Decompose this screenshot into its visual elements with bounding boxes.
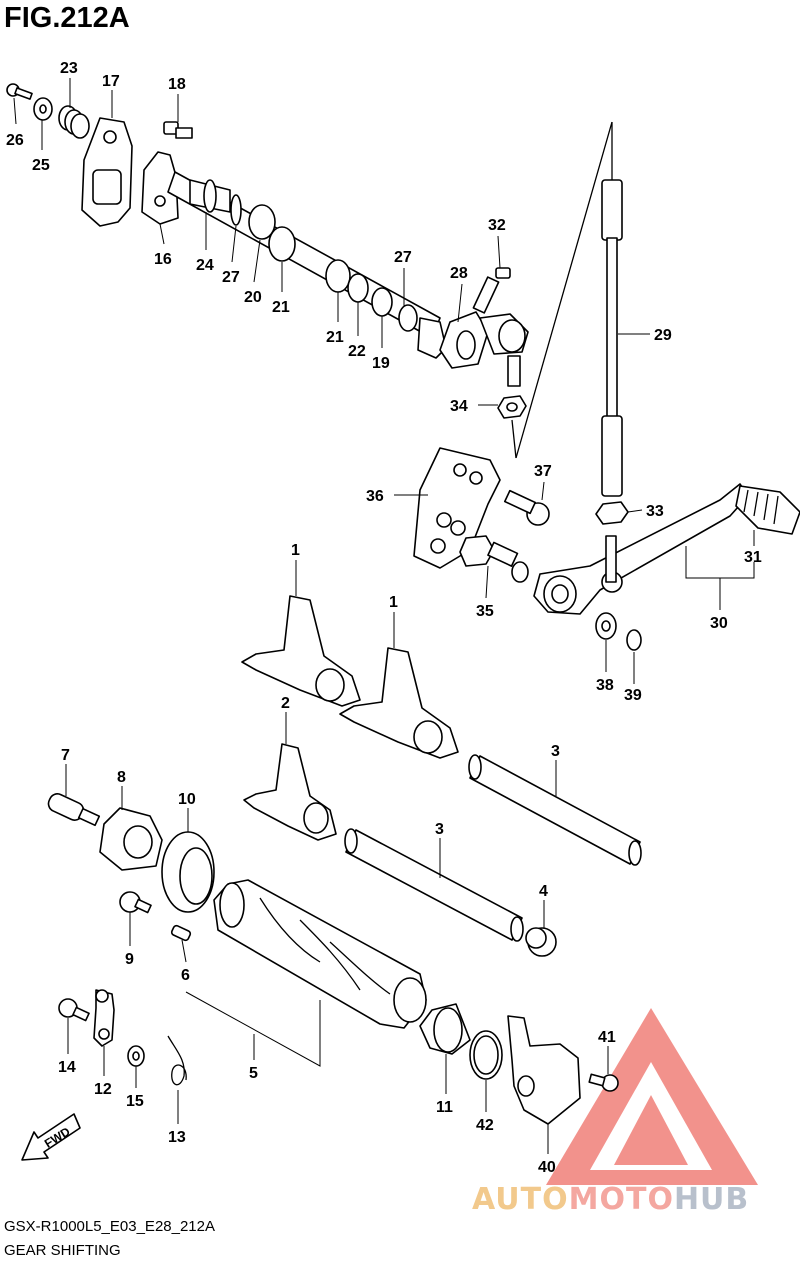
part-29-shift-rod[interactable]: [601, 179, 623, 497]
callout-6[interactable]: 6: [181, 967, 190, 984]
part-40-gear-position-sensor[interactable]: [507, 1015, 581, 1125]
callout-25[interactable]: 25: [32, 157, 50, 174]
part-6-dowel-pin[interactable]: [170, 924, 192, 942]
part-39-circlip[interactable]: [626, 629, 642, 651]
callout-21[interactable]: 21: [272, 299, 290, 316]
part-3-fork-shaft-lower[interactable]: [344, 828, 524, 942]
callout-37[interactable]: 37: [534, 463, 552, 480]
callout-1[interactable]: 1: [291, 542, 300, 559]
shift-shaft[interactable]: [167, 171, 447, 359]
part-37-bolt[interactable]: [503, 489, 550, 526]
callout-27[interactable]: 27: [222, 269, 240, 286]
callout-40[interactable]: 40: [538, 1159, 556, 1176]
part-1-shift-fork-lower[interactable]: [339, 647, 459, 759]
callout-26[interactable]: 26: [6, 132, 24, 149]
part-14-bolt[interactable]: [58, 998, 90, 1022]
callout-10[interactable]: 10: [178, 791, 196, 808]
callout-13[interactable]: 13: [168, 1129, 186, 1146]
callout-15[interactable]: 15: [126, 1093, 144, 1110]
part-42-oring[interactable]: [469, 1030, 503, 1080]
part-10-bearing[interactable]: [161, 831, 215, 913]
callout-39[interactable]: 39: [624, 687, 642, 704]
part-35-pivot-bolt[interactable]: [459, 535, 529, 583]
part-1-shift-fork-upper[interactable]: [241, 595, 361, 707]
callout-3[interactable]: 3: [551, 743, 560, 760]
part-4-cap[interactable]: [525, 927, 557, 957]
callout-27-second[interactable]: 27: [394, 249, 412, 266]
part-32-bolt[interactable]: [472, 267, 511, 314]
callout-41[interactable]: 41: [598, 1029, 616, 1046]
part-8-cam-plate[interactable]: [99, 807, 163, 871]
watermark-triangle-logo: [546, 1008, 758, 1185]
part-28-clamp-lever[interactable]: [439, 311, 489, 369]
leader-lines: [13, 78, 755, 1154]
callout-4[interactable]: 4: [539, 883, 548, 900]
callout-36[interactable]: 36: [366, 488, 384, 505]
callout-35[interactable]: 35: [476, 603, 494, 620]
part-33-nut[interactable]: [595, 501, 629, 525]
rod-end-joint[interactable]: [479, 313, 529, 387]
callout-32[interactable]: 32: [488, 217, 506, 234]
watermark-logo-text: AUTOMOTOHUB: [472, 1182, 749, 1217]
watermark-auto: AUTO: [472, 1182, 569, 1217]
part-7-pin[interactable]: [46, 791, 101, 827]
callout-24[interactable]: 24: [196, 257, 214, 274]
callout-29[interactable]: 29: [654, 327, 672, 344]
callout-5[interactable]: 5: [249, 1065, 258, 1082]
callout-11[interactable]: 11: [436, 1099, 453, 1116]
part-3-fork-shaft-upper[interactable]: [468, 754, 642, 866]
callout-8[interactable]: 8: [117, 769, 126, 786]
part-31-foot-peg[interactable]: [735, 485, 800, 535]
part-2-shift-fork[interactable]: [243, 743, 337, 841]
watermark-hub: HUB: [673, 1182, 750, 1217]
callout-20[interactable]: 20: [244, 289, 262, 306]
model-code: GSX-R1000L5_E03_E28_212A: [4, 1218, 215, 1235]
callout-16[interactable]: 16: [154, 251, 172, 268]
callout-22[interactable]: 22: [348, 343, 366, 360]
fwd-direction-arrow-icon: FWD: [21, 1113, 81, 1161]
callout-17[interactable]: 17: [102, 73, 120, 90]
section-name: GEAR SHIFTING: [4, 1242, 121, 1259]
part-17-plate[interactable]: [81, 117, 133, 227]
callout-38[interactable]: 38: [596, 677, 614, 694]
figure-title: FIG.212A: [4, 2, 130, 34]
callout-30[interactable]: 30: [710, 615, 728, 632]
callout-28[interactable]: 28: [450, 265, 468, 282]
part-41-screw[interactable]: [588, 1073, 619, 1092]
part-25-washer[interactable]: [33, 97, 53, 121]
watermark-moto: MOTO: [568, 1182, 674, 1217]
part-38-washer[interactable]: [595, 612, 617, 640]
callout-labels: 23 17 18 26 25 16 24 27 20 21 21 22 19 2…: [6, 60, 762, 1176]
part-9-screw[interactable]: [119, 891, 152, 914]
part-34-nut[interactable]: [497, 395, 527, 419]
callout-2[interactable]: 2: [281, 695, 290, 712]
callout-9[interactable]: 9: [125, 951, 134, 968]
part-13-return-spring[interactable]: [167, 1035, 187, 1086]
callout-19[interactable]: 19: [372, 355, 390, 372]
part-18-bolt[interactable]: [163, 121, 193, 139]
callout-42[interactable]: 42: [476, 1117, 494, 1134]
part-16-shift-arm[interactable]: [141, 151, 179, 225]
callout-1-second[interactable]: 1: [389, 594, 398, 611]
callout-18[interactable]: 18: [168, 76, 186, 93]
part-23-spring[interactable]: [58, 105, 90, 139]
part-5-shift-drum[interactable]: [213, 879, 427, 1029]
part-11-bearing[interactable]: [419, 1003, 471, 1055]
callout-31[interactable]: 31: [744, 549, 762, 566]
callout-23[interactable]: 23: [60, 60, 78, 77]
part-26-screw[interactable]: [6, 83, 33, 100]
callout-12[interactable]: 12: [94, 1081, 112, 1098]
callout-34[interactable]: 34: [450, 398, 468, 415]
callout-33[interactable]: 33: [646, 503, 664, 520]
part-15-washer[interactable]: [127, 1045, 145, 1067]
callout-21-second[interactable]: 21: [326, 329, 344, 346]
callout-3-second[interactable]: 3: [435, 821, 444, 838]
part-36-bracket[interactable]: [413, 447, 501, 569]
part-12-stopper-arm[interactable]: [93, 989, 115, 1047]
part-30-shift-lever[interactable]: [533, 483, 749, 615]
callout-7[interactable]: 7: [61, 747, 70, 764]
callout-14[interactable]: 14: [58, 1059, 76, 1076]
